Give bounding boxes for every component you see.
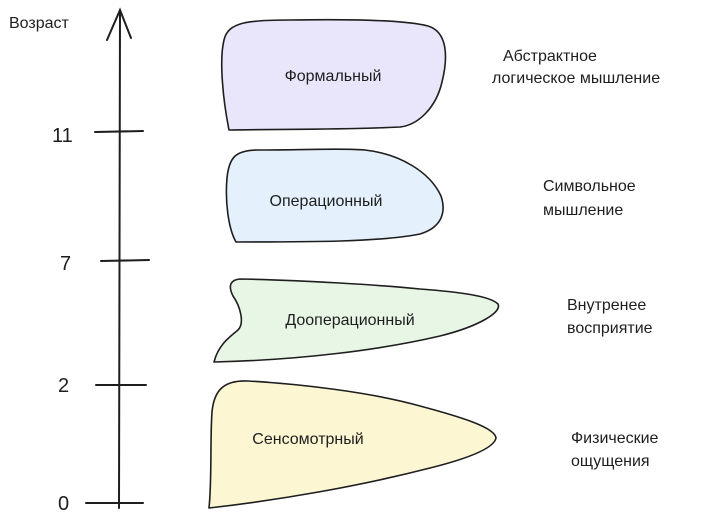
age-axis: Возраст 11 7 2 0 (9, 7, 150, 515)
stage-preoperational-label: Дооперационный (285, 312, 414, 329)
stage-sensorimotor-label: Сенсомотрный (252, 431, 363, 448)
axis-arrowhead (106, 7, 132, 41)
stage-preoperational-desc-line1: Внутренее (567, 297, 646, 314)
tick-label-7: 7 (60, 253, 71, 275)
tick-mark-11 (94, 130, 144, 133)
stage-formal-label: Формальный (285, 68, 382, 85)
axis-line (118, 9, 121, 509)
stage-sensorimotor-desc-line1: Физические (571, 430, 659, 447)
stage-formal-shape (220, 18, 447, 131)
tick-label-0: 0 (58, 493, 69, 515)
stage-formal-desc-line2: логическое мышление (492, 70, 660, 87)
stage-operational-shape (225, 148, 444, 243)
stage-operational-desc-line1: Символьное (543, 178, 636, 195)
stage-preoperational-desc-line2: восприятие (567, 320, 653, 337)
stage-preoperational-shape (213, 278, 500, 363)
tick-label-11: 11 (52, 125, 73, 147)
stage-sensorimotor: Сенсомотрный Физические ощущения (208, 380, 659, 509)
stage-operational: Операционный Символьное мышление (225, 148, 636, 243)
stage-sensorimotor-desc-line2: ощущения (571, 453, 650, 470)
stage-operational-label: Операционный (270, 193, 383, 210)
stage-operational-desc-line2: мышление (543, 202, 623, 219)
stage-formal-desc-line1: Абстрактное (503, 48, 597, 65)
stage-sensorimotor-shape (208, 380, 497, 509)
stage-formal: Формальный Абстрактное логическое мышлен… (220, 18, 660, 131)
axis-title: Возраст (9, 15, 70, 32)
stage-preoperational: Дооперационный Внутренее восприятие (213, 278, 653, 363)
tick-mark-7 (100, 259, 150, 262)
tick-label-2: 2 (58, 375, 69, 397)
